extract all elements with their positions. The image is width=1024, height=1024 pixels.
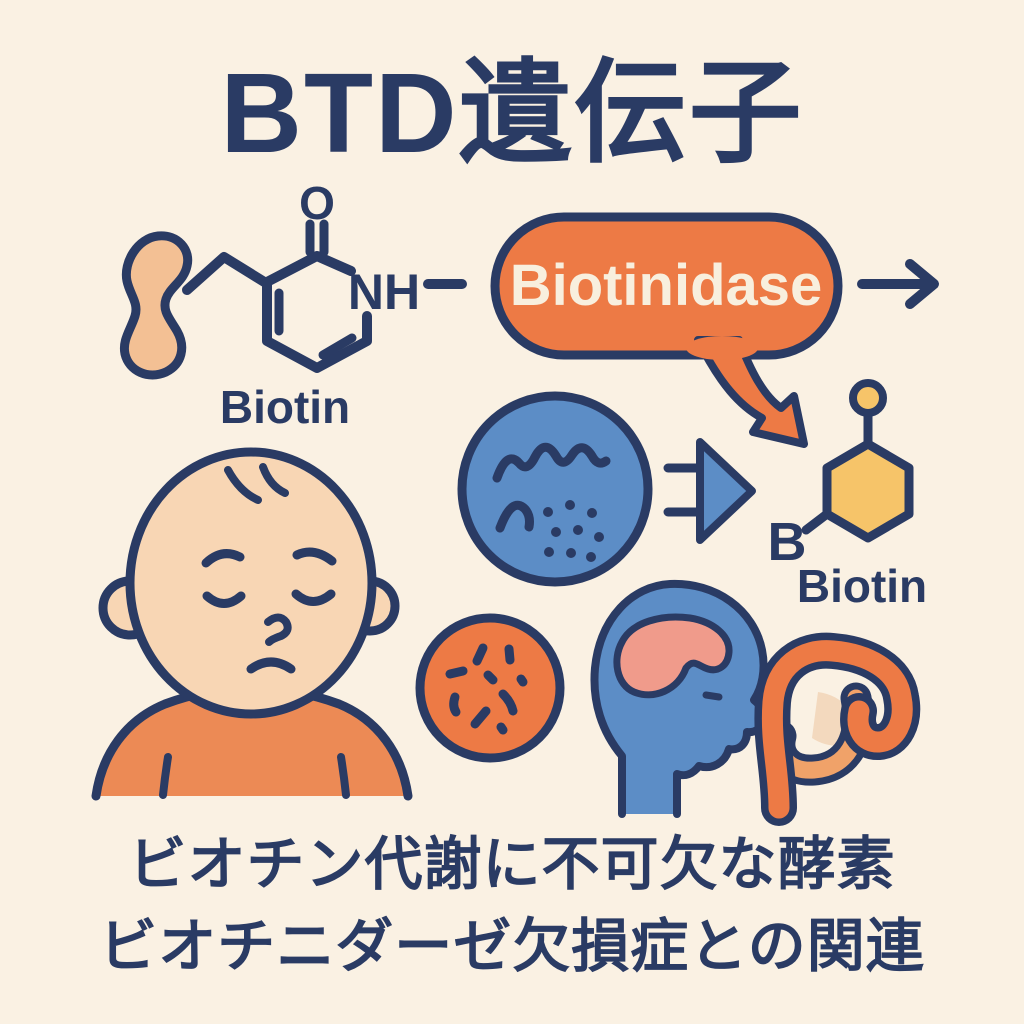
molecule-ring (262, 251, 372, 373)
bean-shape-icon (119, 231, 193, 380)
bubble-tail-junction (686, 336, 758, 360)
profile-eye-dash (702, 691, 723, 701)
free-biotin-icon: B Biotin (768, 379, 927, 612)
biotinidase-bubble: Biotinidase (490, 212, 843, 448)
cell-circle-shape (415, 613, 565, 763)
process-arrow-icon (663, 438, 756, 544)
speech-bubble-shape (490, 212, 843, 360)
baby-eyebrows (201, 547, 337, 568)
baby-head (125, 447, 377, 719)
baby-hair (224, 463, 289, 504)
bubble-tail-arrow-icon (694, 336, 808, 448)
biotin-right-label: Biotin (797, 560, 927, 612)
brain-shape (613, 613, 733, 699)
baby-sleeve-lines (159, 753, 350, 799)
baby-mouth (246, 657, 296, 674)
caption-line2: ビオチニダーゼ欠損症との関連 (99, 914, 924, 979)
biotin-molecule-icon: O NH Biotin (119, 177, 420, 433)
gut-tube-fill (761, 640, 913, 819)
biotinidase-label: Biotinidase (510, 253, 823, 318)
squiggle-strand (492, 442, 611, 483)
hexagon-bond (801, 509, 832, 535)
baby-illustration (91, 447, 413, 801)
gene-circle-shape (457, 391, 653, 587)
gene-circle-icon (457, 391, 653, 587)
page-title: BTD遺伝子 (220, 50, 803, 176)
molecule-chain (182, 252, 271, 295)
cell-dashes (445, 643, 528, 735)
carbonyl-bond (305, 219, 329, 257)
caption-line1: ビオチン代謝に不可欠な酵素 (128, 832, 895, 897)
squiggle-small (495, 500, 534, 533)
biotin-left-label: Biotin (220, 381, 350, 433)
brain-head-icon (590, 579, 769, 818)
baby-nose (264, 613, 292, 646)
process-arrow-head (696, 438, 756, 544)
hexagon-top-atom (849, 379, 887, 417)
gene-dots (543, 500, 604, 562)
baby-eyes (202, 589, 336, 608)
right-arrow-icon (857, 259, 939, 309)
nh-label: NH (348, 264, 420, 320)
b-label: B (768, 512, 807, 572)
hexagon-shape (822, 439, 914, 543)
ring-double-bonds (274, 288, 357, 360)
baby-shirt-fill (96, 688, 408, 796)
profile-head-outline (590, 579, 769, 818)
cell-circle-icon (415, 613, 565, 763)
gut-icon (754, 632, 921, 826)
carbonyl-oxygen-label: O (299, 177, 335, 229)
